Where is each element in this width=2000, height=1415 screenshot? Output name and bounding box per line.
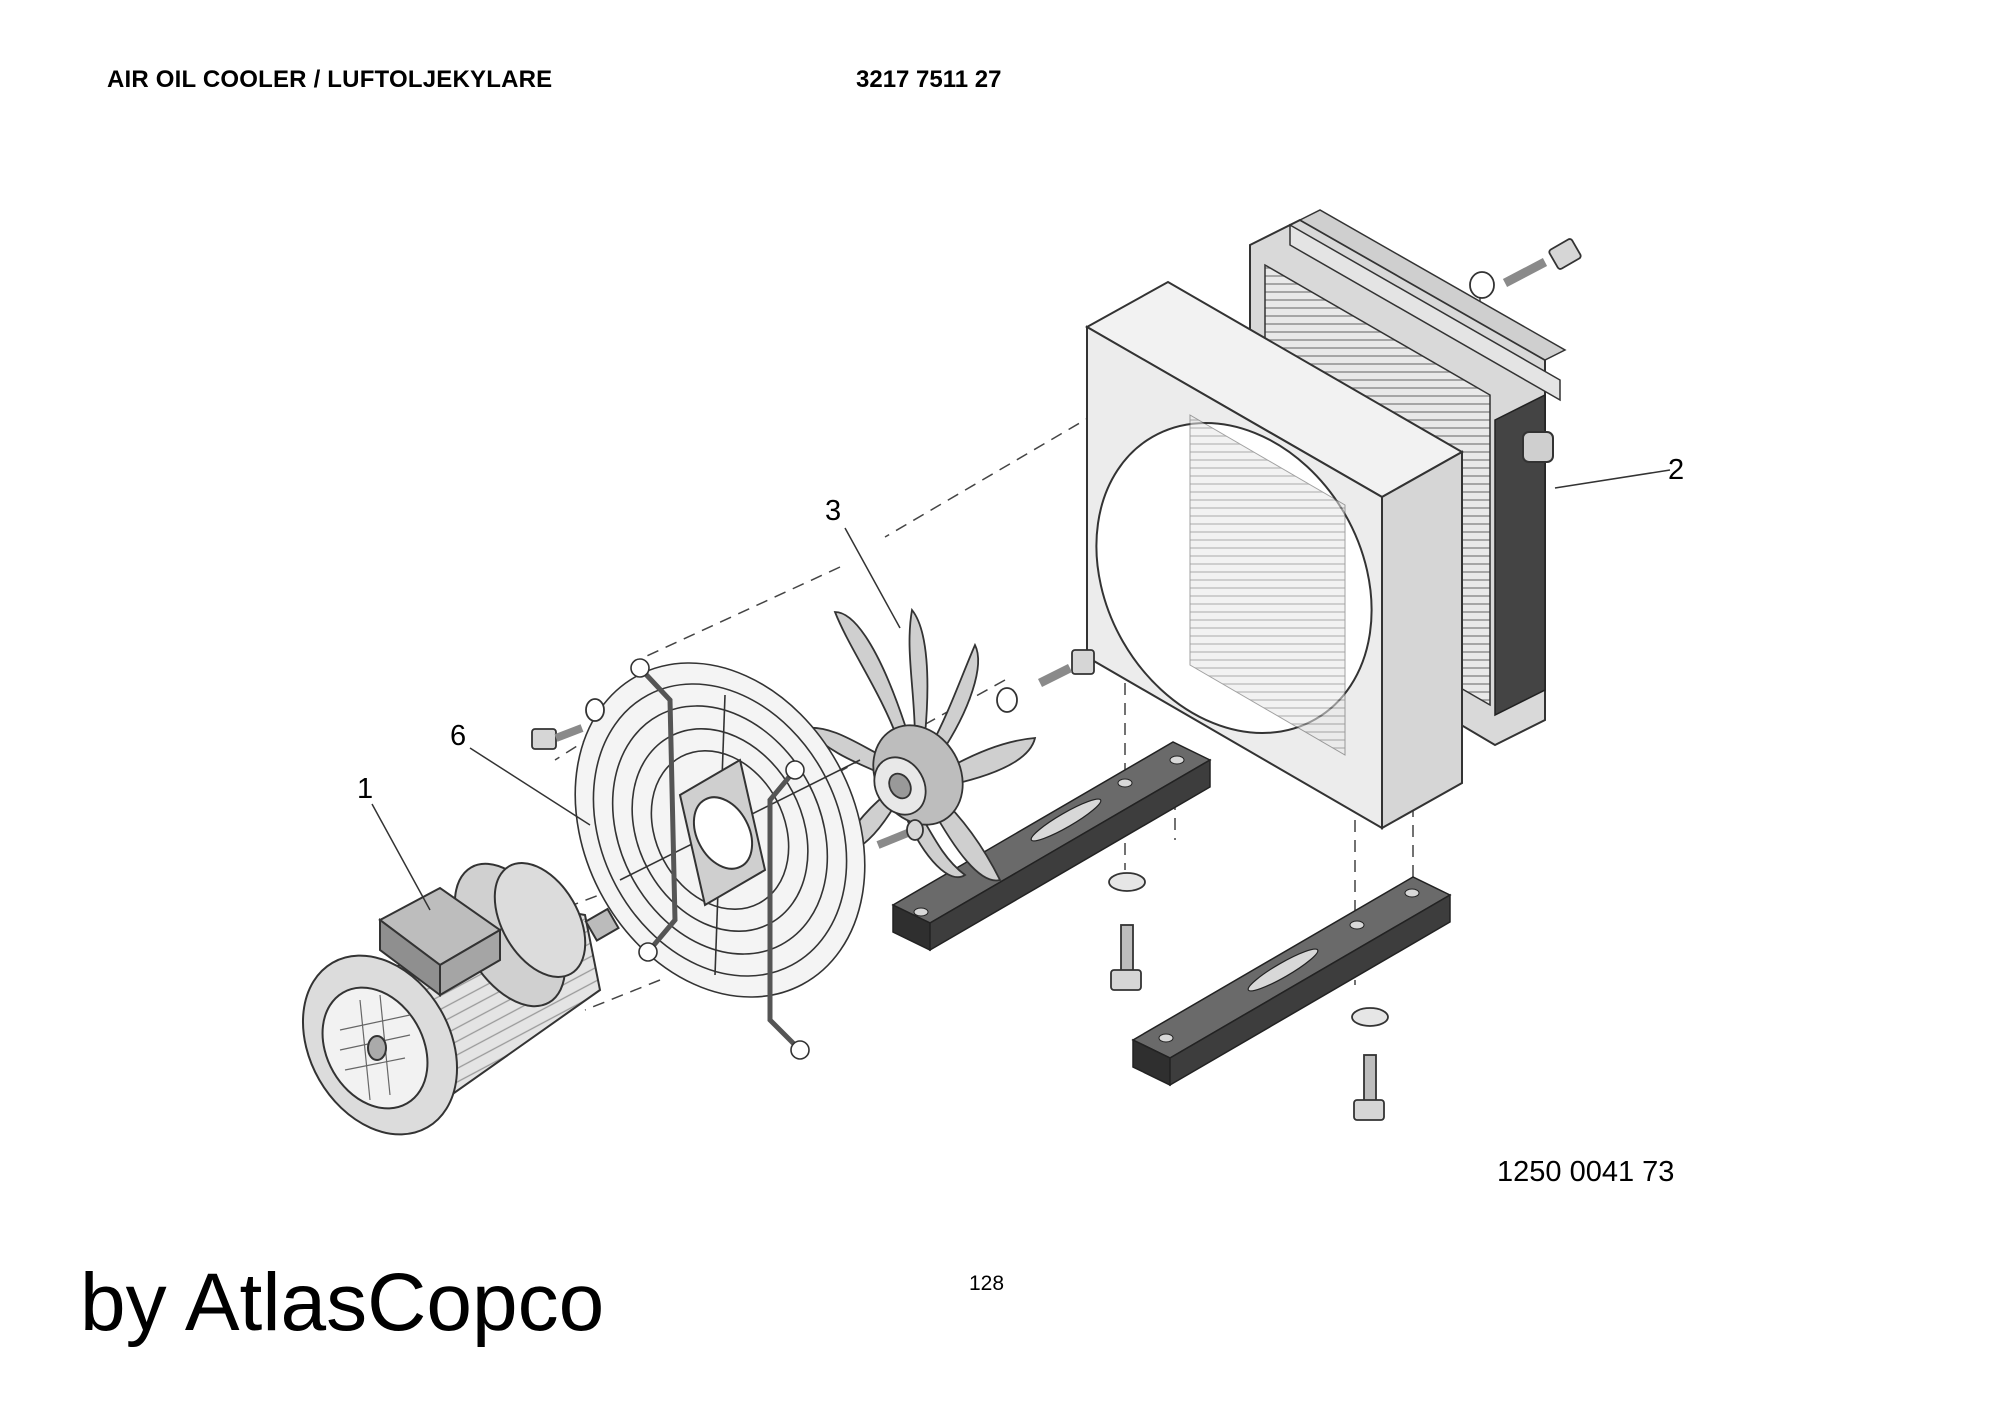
- bolt-rail-lower: [1353, 1054, 1385, 1121]
- electric-motor: [301, 862, 620, 1136]
- bolt-guard-left: [531, 724, 584, 750]
- bolt-cooler-top: [1502, 238, 1582, 287]
- assembly-part-number: 3217 7511 27: [856, 66, 1002, 93]
- washer-shroud-side: [996, 687, 1018, 713]
- drawing-number: 1250 0041 73: [1497, 1156, 1675, 1188]
- washer-cooler-top: [1469, 271, 1495, 299]
- fan-impeller: [803, 607, 1037, 882]
- callout-leader-lines: [371, 469, 1671, 911]
- bolt-fan-hub: [876, 819, 924, 849]
- fan-guard-grille: [574, 658, 866, 1060]
- callout-2-cooler: 2: [1668, 454, 1685, 486]
- washer-guard-left: [585, 698, 605, 722]
- washer-rail-lower: [1351, 1007, 1389, 1027]
- page-title: AIR OIL COOLER / LUFTOLJEKYLARE: [107, 66, 553, 93]
- mounting-rail-upper: [891, 741, 1212, 952]
- fan-shroud-housing: [1084, 280, 1465, 830]
- callout-6-guard: 6: [450, 720, 467, 752]
- brand-watermark: by AtlasCopco: [80, 1257, 605, 1348]
- page-number: 128: [969, 1272, 1005, 1295]
- callout-1-motor: 1: [357, 773, 374, 805]
- mounting-rail-lower: [1131, 876, 1452, 1087]
- bolt-shroud-side: [1037, 649, 1095, 688]
- bolt-rail-upper: [1110, 924, 1142, 991]
- fasteners: [531, 238, 1582, 1121]
- callout-3-fan: 3: [825, 495, 842, 527]
- washer-rail-upper: [1108, 872, 1146, 892]
